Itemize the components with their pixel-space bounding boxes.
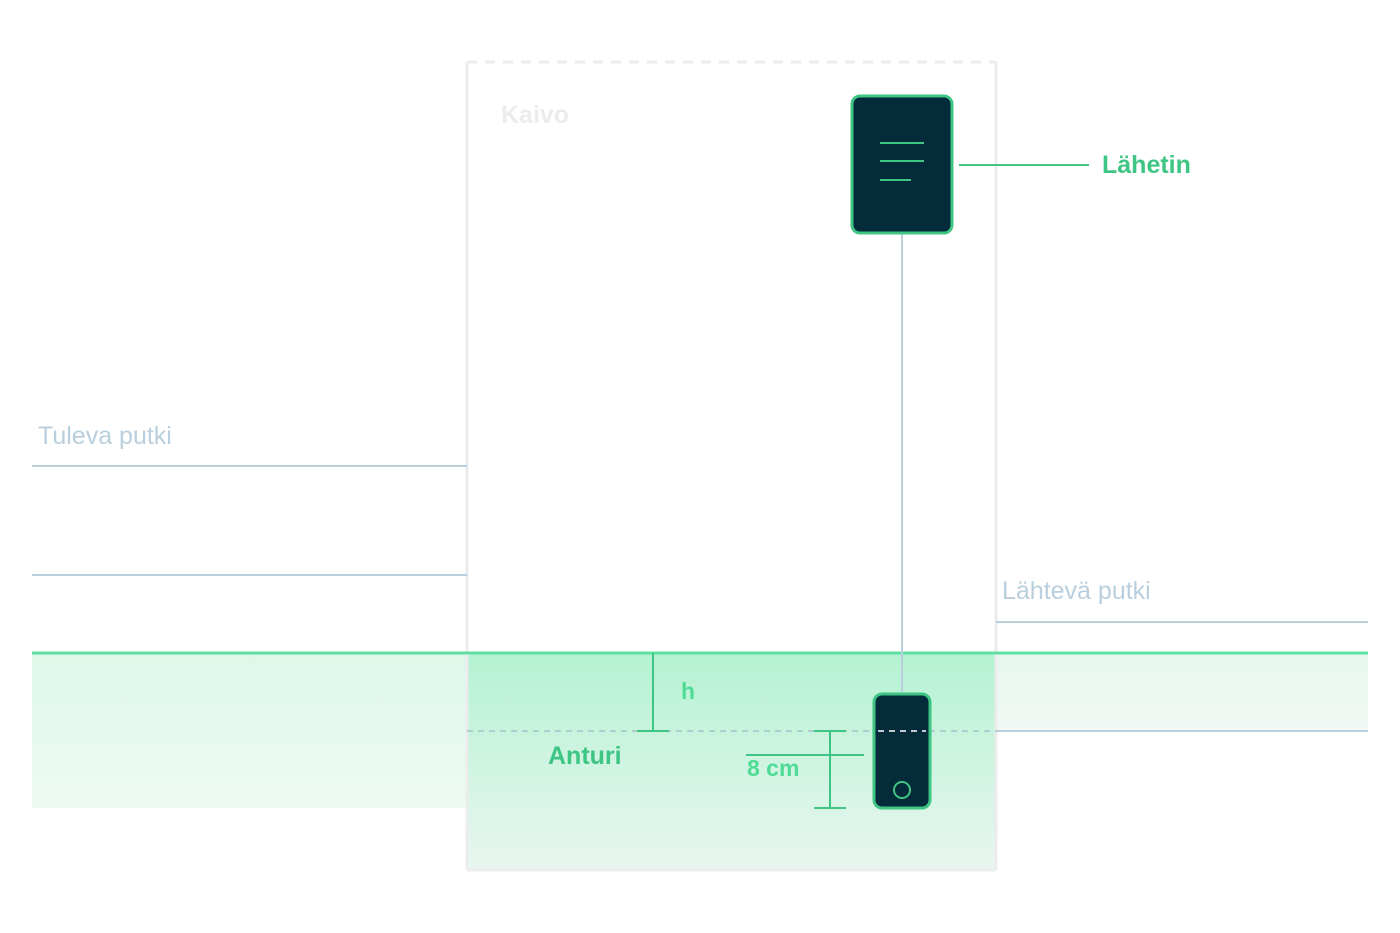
outgoing-pipe [996,621,1368,732]
incoming-pipe-label: Tuleva putki [38,422,172,450]
transmitter-label: Lähetin [1102,151,1191,179]
well-label: Kaivo [501,101,569,129]
transmitter-device [850,94,954,235]
incoming-pipe-water [32,653,467,808]
offset-dimension [746,730,864,809]
sensor-port-icon [893,781,911,799]
h-label: h [681,678,695,704]
outgoing-pipe-label: Lähtevä putki [1002,577,1151,605]
incoming-pipe [32,465,467,576]
h-dimension [637,653,669,732]
transmitter-lines-icon [880,142,924,181]
offset-label: 8 cm [747,755,799,781]
sensor-label: Anturi [548,742,622,770]
sensor-device [872,692,932,810]
outgoing-pipe-water [996,653,1368,731]
